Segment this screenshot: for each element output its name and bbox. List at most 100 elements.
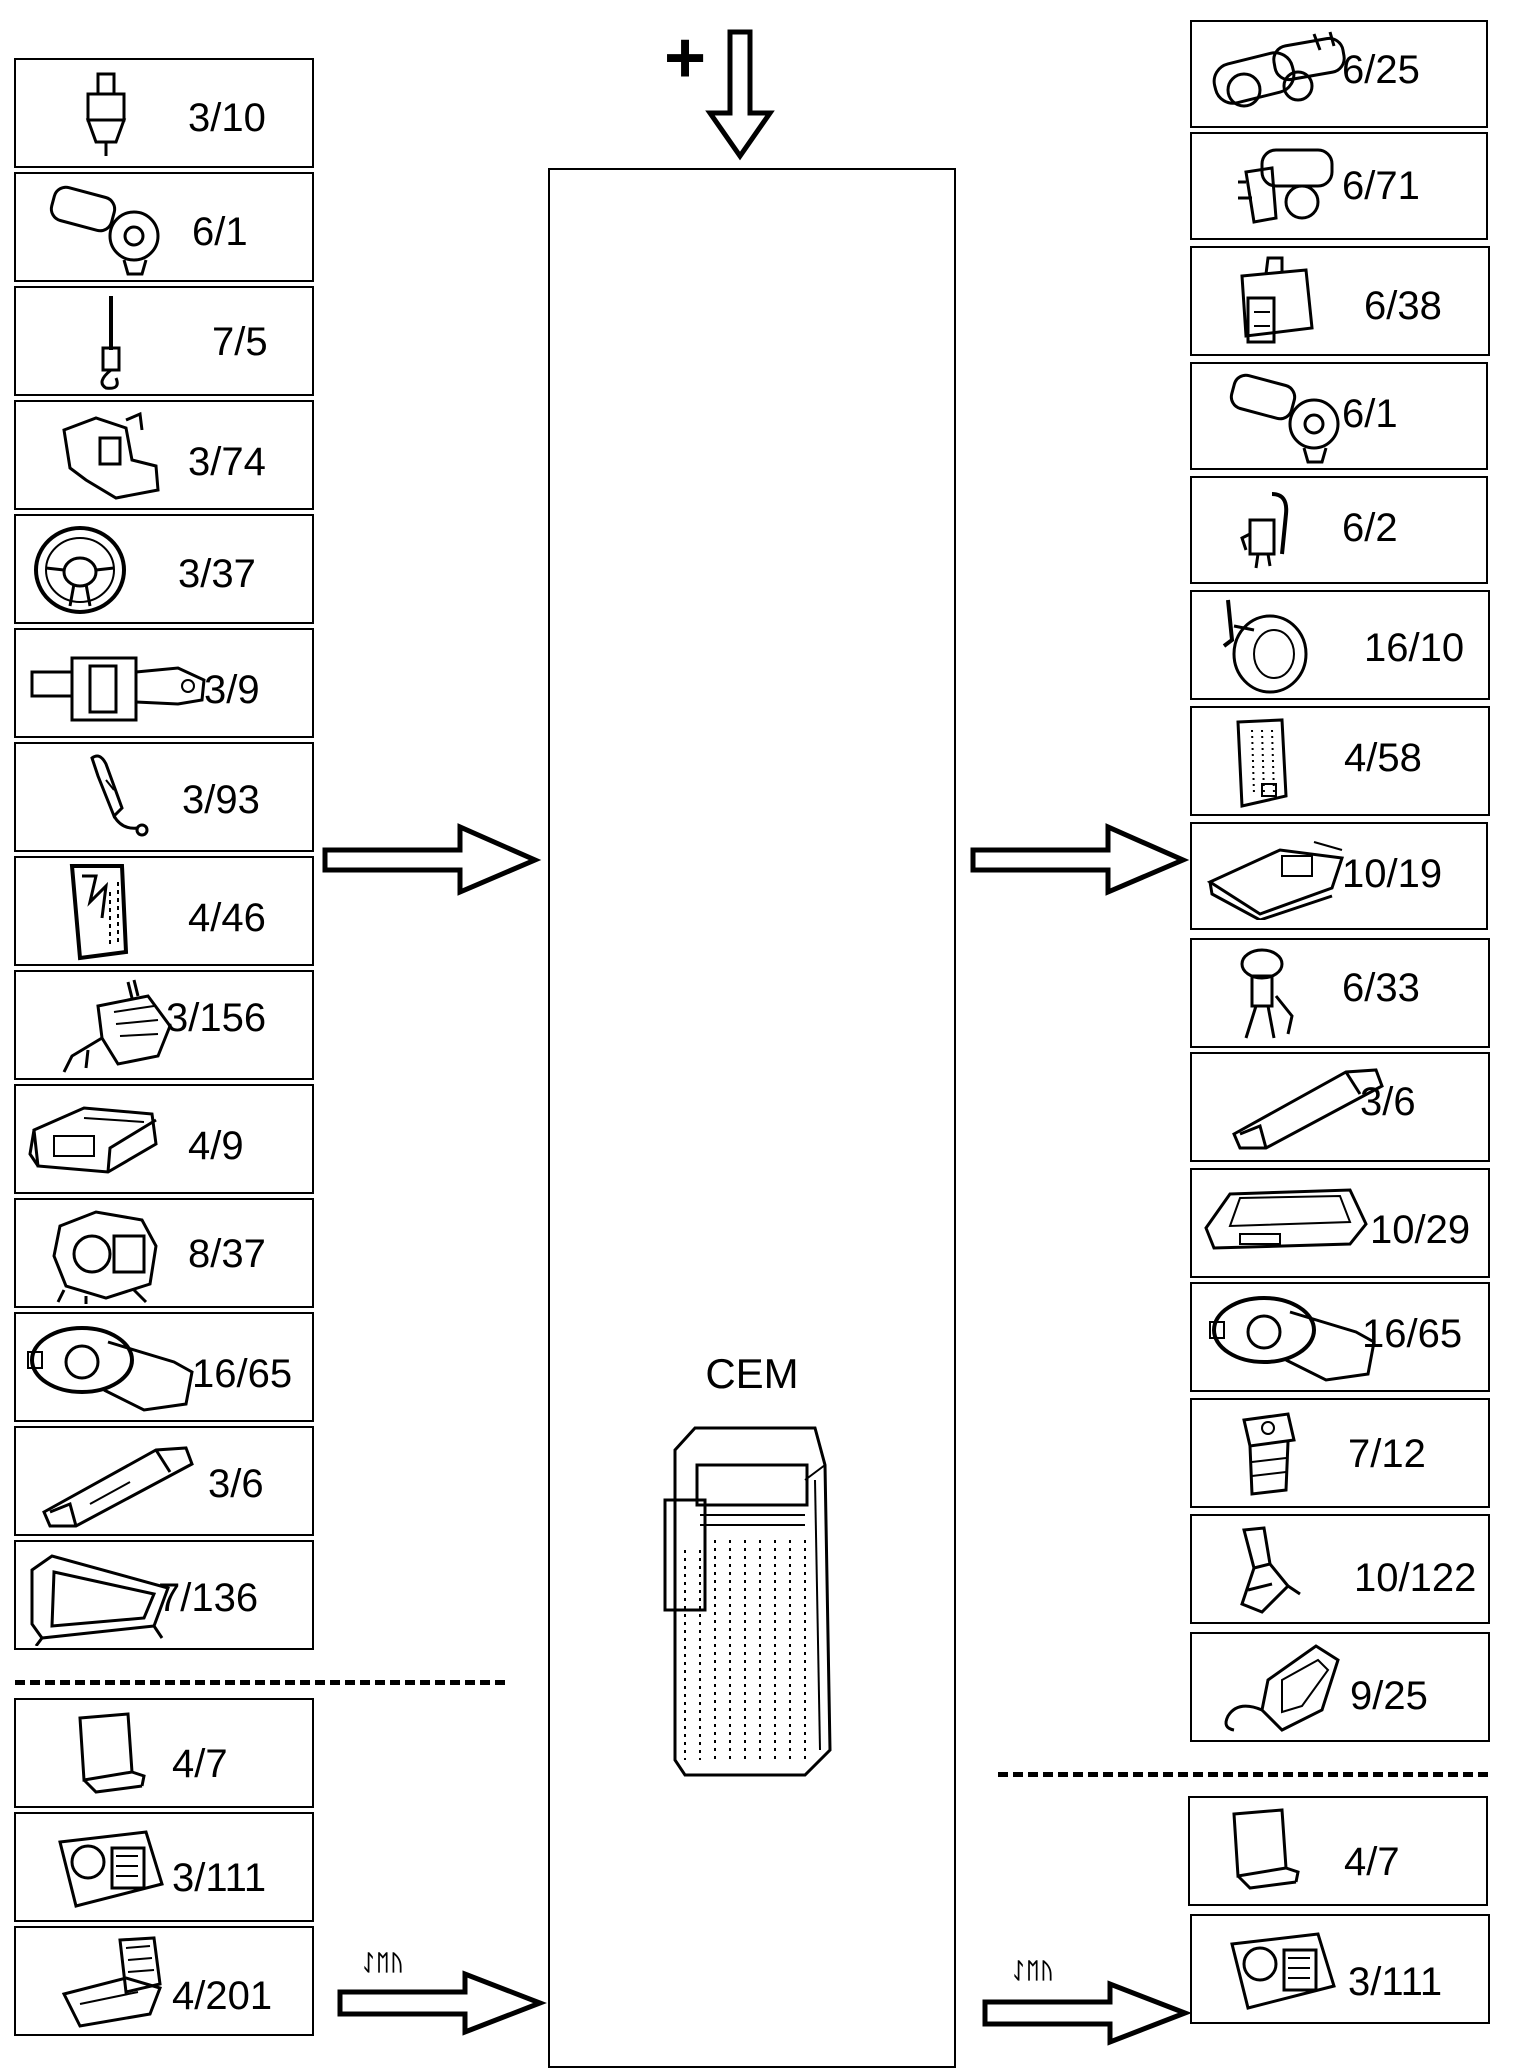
component-box-left-13: 3/6 (14, 1426, 314, 1536)
network-arrow-right (982, 1980, 1192, 2046)
component-code: 9/25 (1350, 1674, 1428, 1718)
component-box-right-6: 16/10 (1190, 590, 1490, 700)
component-box-right-8: 10/19 (1190, 822, 1488, 930)
component-box-right-14: 10/122 (1190, 1514, 1490, 1624)
component-box-left-net-2: 3/111 (14, 1812, 314, 1922)
component-box-left-1: 3/10 (14, 58, 314, 168)
component-box-left-8: 4/46 (14, 856, 314, 966)
fuel-pump-icon (1240, 948, 1294, 1039)
component-box-right-2: 6/71 (1190, 132, 1488, 240)
component-box-right-10: 3/6 (1190, 1052, 1490, 1162)
input-arrow-left (322, 823, 542, 896)
washer-reservoir-icon (1240, 256, 1314, 344)
component-box-right-9: 6/33 (1190, 938, 1490, 1048)
component-code: 3/9 (204, 668, 260, 712)
component-box-left-5: 3/37 (14, 514, 314, 624)
component-code: 4/58 (1344, 736, 1422, 780)
horn-icon (1222, 599, 1308, 694)
ignition-lock-icon (27, 1326, 194, 1412)
component-box-right-11: 10/29 (1190, 1168, 1490, 1278)
supply-plus-sign: + (664, 18, 707, 98)
light-switch-icon (1230, 1932, 1336, 2010)
stalk-switch-icon (30, 656, 206, 722)
component-code: 6/71 (1342, 164, 1420, 208)
control-module-icon (663, 1426, 832, 1777)
component-code: 3/93 (182, 778, 260, 822)
component-box-right-5: 6/2 (1190, 476, 1488, 584)
component-code: 6/1 (192, 210, 248, 254)
wiper-motor-icon (1229, 373, 1340, 464)
door-switch-icon (1232, 1068, 1384, 1150)
component-box-right-net-2: 3/111 (1190, 1914, 1490, 2024)
roof-console-icon (1204, 1188, 1368, 1250)
component-code: 3/37 (178, 552, 256, 596)
network-arrow-left (337, 1970, 547, 2036)
ignition-lock-icon (1209, 1296, 1376, 1382)
washer-pump-icon (1240, 492, 1289, 569)
component-box-left-10: 4/9 (14, 1084, 314, 1194)
double-motor-icon (1212, 31, 1346, 108)
heater-unit-icon (52, 1210, 158, 1304)
seatbelt-buckle-icon (90, 754, 149, 837)
component-code: 6/38 (1364, 284, 1442, 328)
steering-wheel-icon (34, 526, 126, 614)
component-code: 16/65 (192, 1352, 293, 1396)
component-code: 6/1 (1342, 392, 1398, 436)
right-bus-tag: ᛇᛖᚢ (1012, 1958, 1055, 1983)
component-code: 6/2 (1342, 506, 1398, 550)
component-box-left-6: 3/9 (14, 628, 314, 738)
lock-actuator-icon (62, 979, 172, 1073)
component-code: 4/7 (172, 1742, 228, 1786)
cem-label: CEM (705, 1350, 799, 1397)
relay-module-icon (1232, 1808, 1300, 1890)
component-box-right-1: 6/25 (1190, 20, 1488, 128)
left-bus-tag: ᛇᛖᚢ (362, 1950, 405, 1975)
supply-arrow (705, 29, 775, 161)
cable-connector-icon (1224, 1644, 1340, 1732)
component-code: 3/10 (188, 96, 266, 140)
component-code: 10/122 (1354, 1556, 1477, 1600)
component-code: 4/201 (172, 1974, 273, 2018)
component-code: 16/65 (1362, 1312, 1463, 1356)
relay-module-icon (78, 1712, 146, 1794)
component-code: 7/5 (212, 320, 268, 364)
interior-lamp-icon (1206, 841, 1344, 920)
light-switch-icon (58, 1830, 164, 1908)
component-box-left-net-3: 4/201 (14, 1926, 314, 2036)
component-box-left-2: 6/1 (14, 172, 314, 282)
component-code: 3/111 (1348, 1960, 1443, 2004)
right-separator (998, 1772, 1488, 1777)
component-code: 4/9 (188, 1124, 244, 1168)
door-switch-icon (42, 1446, 194, 1528)
component-code: 10/19 (1342, 852, 1443, 896)
component-code: 3/6 (1360, 1080, 1416, 1124)
component-box-left-14: 7/136 (14, 1540, 314, 1650)
component-code: 6/33 (1342, 966, 1420, 1010)
sensor-probe-icon (100, 296, 121, 390)
component-box-left-4: 3/74 (14, 400, 314, 510)
component-code: 4/7 (1344, 1840, 1400, 1884)
component-code: 3/111 (172, 1856, 267, 1900)
module-box-icon (28, 1106, 158, 1174)
component-code: 10/29 (1370, 1208, 1471, 1252)
component-code: 6/25 (1342, 48, 1420, 92)
pump-motor-icon (1238, 148, 1334, 224)
component-box-left-9: 3/156 (14, 970, 314, 1080)
component-box-right-3: 6/38 (1190, 246, 1490, 356)
component-box-right-15: 9/25 (1190, 1632, 1490, 1742)
component-box-right-7: 4/58 (1190, 706, 1490, 816)
component-code: 16/10 (1364, 626, 1465, 670)
bracket-switch-icon (62, 411, 160, 500)
left-separator (15, 1680, 505, 1685)
component-box-left-11: 8/37 (14, 1198, 314, 1308)
control-module-icon (69, 864, 129, 961)
component-box-right-13: 7/12 (1190, 1398, 1490, 1508)
fuel-sender-icon (1242, 1412, 1296, 1496)
output-arrow-right (970, 823, 1190, 896)
component-box-left-12: 16/65 (14, 1312, 314, 1422)
cem-block: CEM (548, 168, 956, 2068)
component-code: 7/12 (1348, 1432, 1426, 1476)
component-box-left-3: 7/5 (14, 286, 314, 396)
relay-board-icon (1236, 718, 1288, 808)
component-box-left-net-1: 4/7 (14, 1698, 314, 1808)
